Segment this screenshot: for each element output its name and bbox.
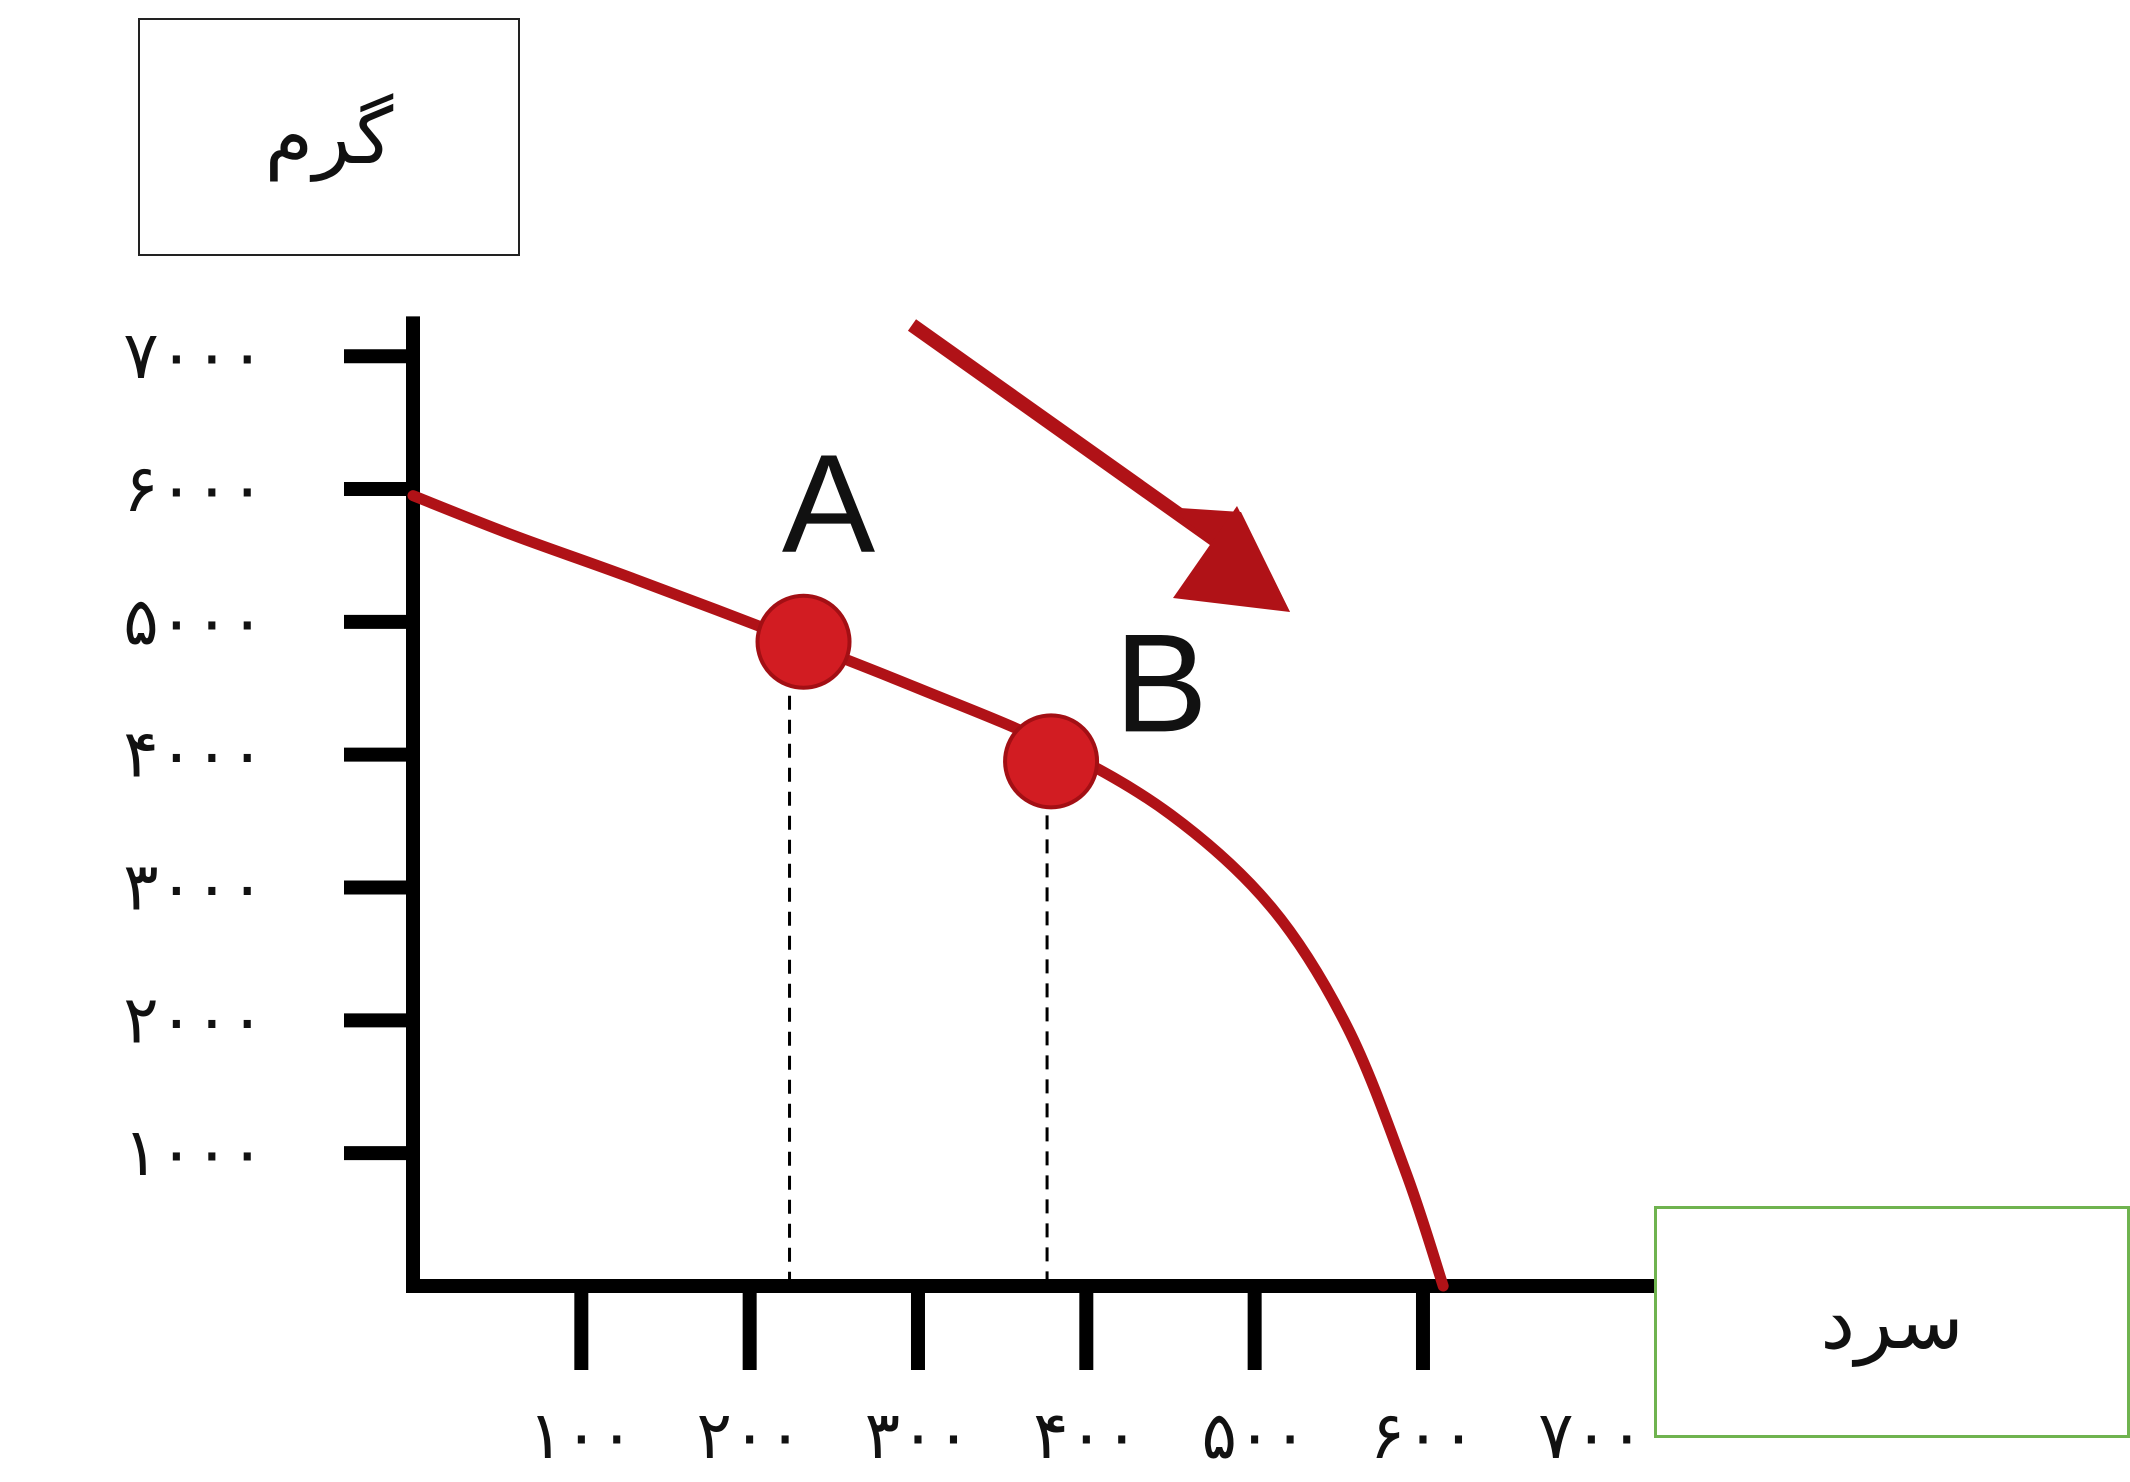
y-tick-label: ۶۰۰۰	[123, 450, 265, 527]
point-a	[755, 593, 852, 690]
guide-lines	[788, 671, 1049, 1286]
y-tick-label: ۳۰۰۰	[123, 849, 265, 926]
points-layer: AB	[755, 425, 1208, 810]
x-axis-title-box: سرد	[1654, 1206, 2130, 1438]
arrow-head-tip	[1173, 506, 1290, 612]
x-tick-label: ۲۰۰	[696, 1397, 802, 1474]
y-tick-label: ۱۰۰۰	[123, 1114, 265, 1191]
x-tick-label: ۶۰۰	[1370, 1397, 1476, 1474]
y-axis-title: گرم	[264, 92, 394, 182]
ppf-curve	[407, 490, 1449, 1292]
x-tick-label: ۱۰۰	[528, 1397, 634, 1474]
x-tick-label: ۴۰۰	[1033, 1397, 1139, 1474]
curve-layer	[407, 490, 1449, 1292]
x-tick-label: ۵۰۰	[1201, 1397, 1307, 1474]
axes	[344, 316, 1710, 1370]
x-axis-title: سرد	[1820, 1277, 1964, 1367]
y-tick-label: ۵۰۰۰	[123, 583, 265, 660]
y-tick-label: ۷۰۰۰	[123, 317, 265, 394]
tick-labels: ۱۰۰۰ ۲۰۰۰ ۳۰۰۰ ۴۰۰۰ ۵۰۰۰ ۶۰۰۰ ۷۰۰۰ ۱۰۰ ۲۰۰ ۳۰۰ ۴۰۰…	[123, 317, 1644, 1474]
point-label-a: A	[782, 425, 876, 582]
x-tick-label: ۳۰۰	[865, 1397, 971, 1474]
y-tick-label: ۲۰۰۰	[123, 981, 265, 1058]
y-tick-label: ۴۰۰۰	[123, 716, 265, 793]
y-axis-title-box: گرم	[138, 18, 520, 256]
direction-arrow	[907, 319, 1290, 612]
point-label-b: B	[1114, 604, 1207, 761]
arrow-shaft	[907, 319, 1220, 546]
point-b	[1003, 713, 1100, 810]
x-tick-label: ۷۰۰	[1538, 1397, 1644, 1474]
